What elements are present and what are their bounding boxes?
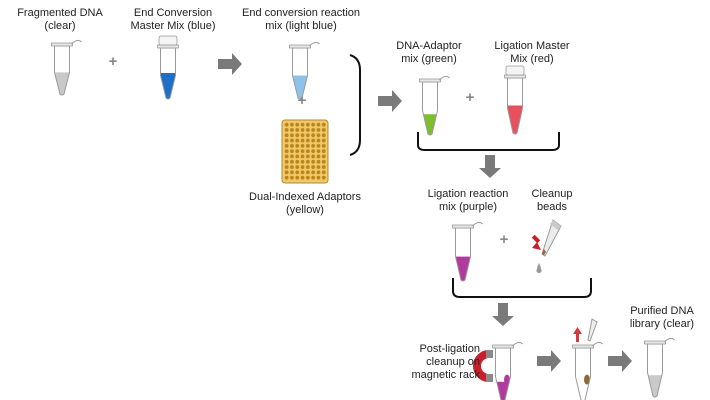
arrow-icon — [608, 350, 632, 372]
label-end-conversion-reaction: End conversion reaction mix (light blue) — [241, 7, 360, 32]
plus-sign: + — [297, 92, 307, 109]
tube-icon — [419, 75, 450, 136]
pipette-icon — [531, 219, 562, 273]
tube-icon — [504, 65, 526, 135]
plus-sign: + — [465, 89, 475, 106]
tube-icon — [572, 341, 603, 400]
bracket-icon — [417, 132, 560, 151]
arrow-icon — [573, 327, 582, 342]
arrow-icon — [218, 53, 242, 75]
bracket-icon — [452, 278, 592, 298]
arrow-icon — [492, 303, 514, 326]
label-ligation-master-mix: Ligation Master Mix (red) — [494, 40, 570, 65]
label-fragmented-dna: Fragmented DNA (clear) — [17, 7, 103, 32]
tube-icon — [157, 35, 179, 100]
plate-icon — [281, 119, 329, 184]
bracket-icon — [349, 54, 361, 156]
label-dna-adaptor-mix: DNA-Adaptor mix (green) — [396, 40, 462, 65]
tube-icon — [51, 39, 82, 96]
arrow-icon — [537, 350, 561, 372]
tube-icon — [492, 341, 523, 400]
plus-sign: + — [499, 231, 509, 248]
arrow-icon — [479, 155, 501, 178]
magnet-icon — [473, 350, 493, 382]
plus-sign: + — [108, 53, 118, 70]
label-dual-indexed-adaptors: Dual-Indexed Adaptors (yellow) — [249, 191, 361, 216]
label-purified-library: Purified DNA library (clear) — [629, 305, 695, 330]
pipette-icon — [587, 318, 598, 342]
tube-icon — [452, 221, 483, 282]
label-end-conversion-mix: End Conversion Master Mix (blue) — [130, 7, 216, 32]
label-post-ligation-cleanup: Post-ligation cleanup on magnetic rack — [411, 343, 480, 381]
label-ligation-reaction-mix: Ligation reaction mix (purple) — [427, 188, 509, 213]
arrow-icon — [378, 90, 402, 112]
label-cleanup-beads: Cleanup beads — [531, 188, 573, 213]
tube-icon — [644, 337, 675, 398]
